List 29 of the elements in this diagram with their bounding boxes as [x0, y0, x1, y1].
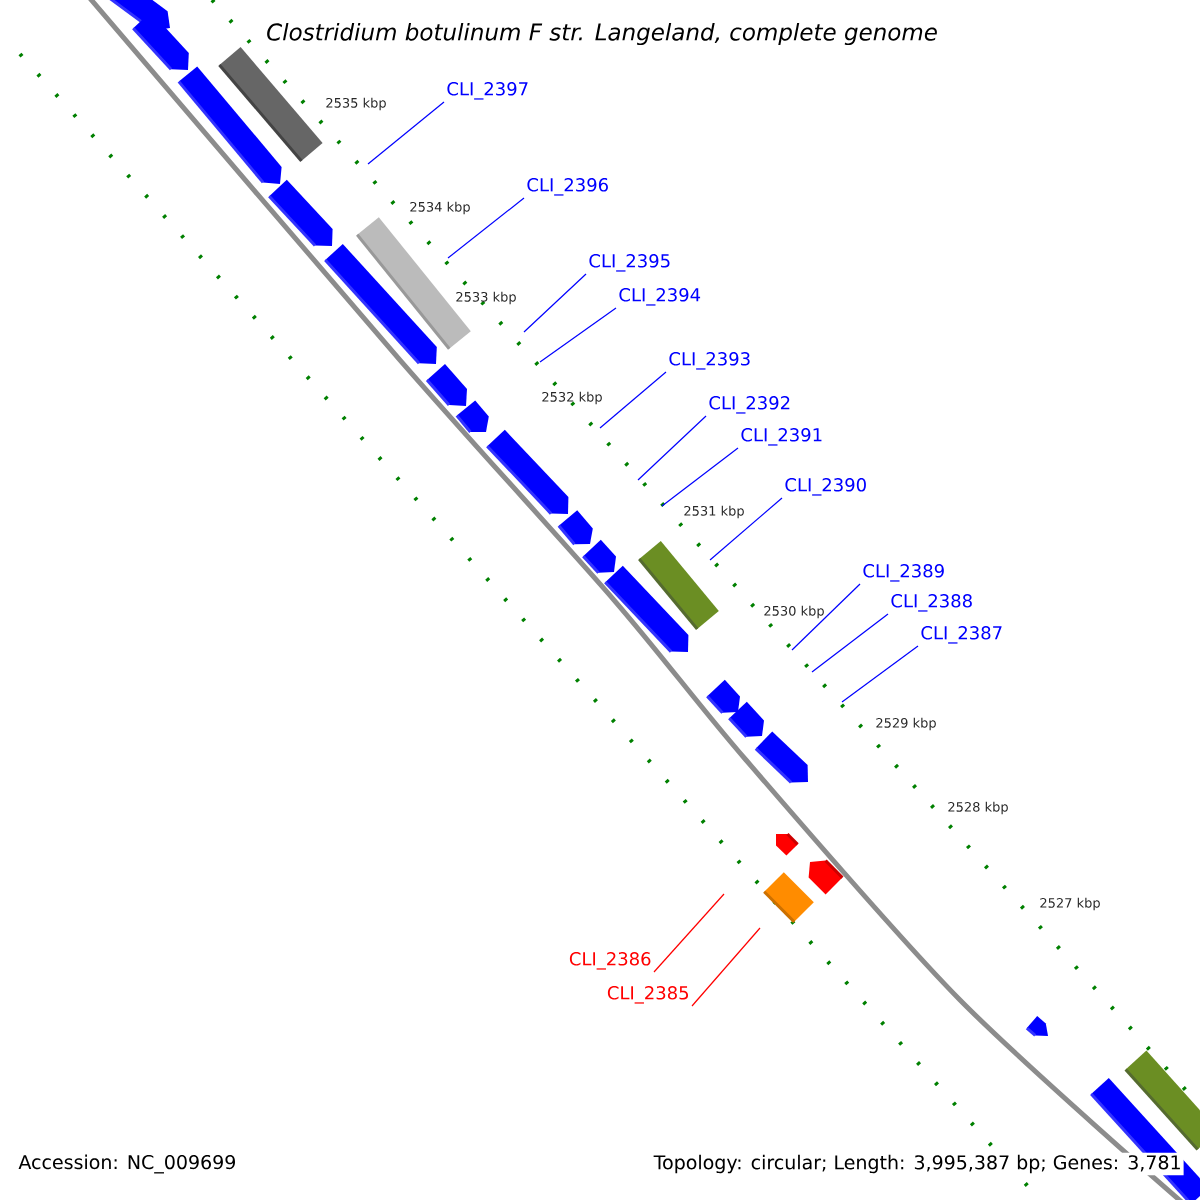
leader-line [841, 645, 919, 703]
gene-label: CLI_2385 [607, 986, 688, 1004]
leader-line [653, 893, 725, 973]
leader-line [367, 101, 445, 165]
gene-label: CLI_2386 [569, 952, 651, 970]
leader-line [691, 927, 761, 1007]
leader-line [523, 273, 587, 333]
gene-label: CLI_2393 [669, 352, 750, 370]
leader-line [447, 197, 525, 259]
gene-label: CLI_2392 [709, 396, 790, 414]
leader-line [637, 415, 707, 481]
leader-line [599, 371, 667, 429]
footer-text: Accession: NC_009699 [16, 1152, 239, 1176]
gene-label: CLI_2394 [619, 288, 701, 306]
leader-line [709, 497, 783, 561]
gene-label: CLI_2391 [741, 428, 822, 446]
leader-line [811, 613, 889, 673]
gene-label: CLI_2396 [527, 178, 608, 196]
gene-label: CLI_2389 [863, 564, 944, 582]
gene-label: CLI_2388 [891, 594, 972, 612]
leader-line [791, 583, 861, 651]
gene-label: CLI_2395 [589, 254, 670, 272]
footer-text: Topology: circular; Length: 3,995,387 bp; Genes: 3,781 [651, 1152, 1184, 1176]
title: Clostridium botulinum F str. Langeland, complete genome [264, 20, 940, 48]
gene-label: CLI_2390 [785, 478, 866, 496]
gene-label: CLI_2387 [921, 626, 1002, 644]
leader-line [539, 307, 617, 363]
gene-label: CLI_2397 [447, 82, 528, 100]
leader-line [661, 447, 739, 507]
